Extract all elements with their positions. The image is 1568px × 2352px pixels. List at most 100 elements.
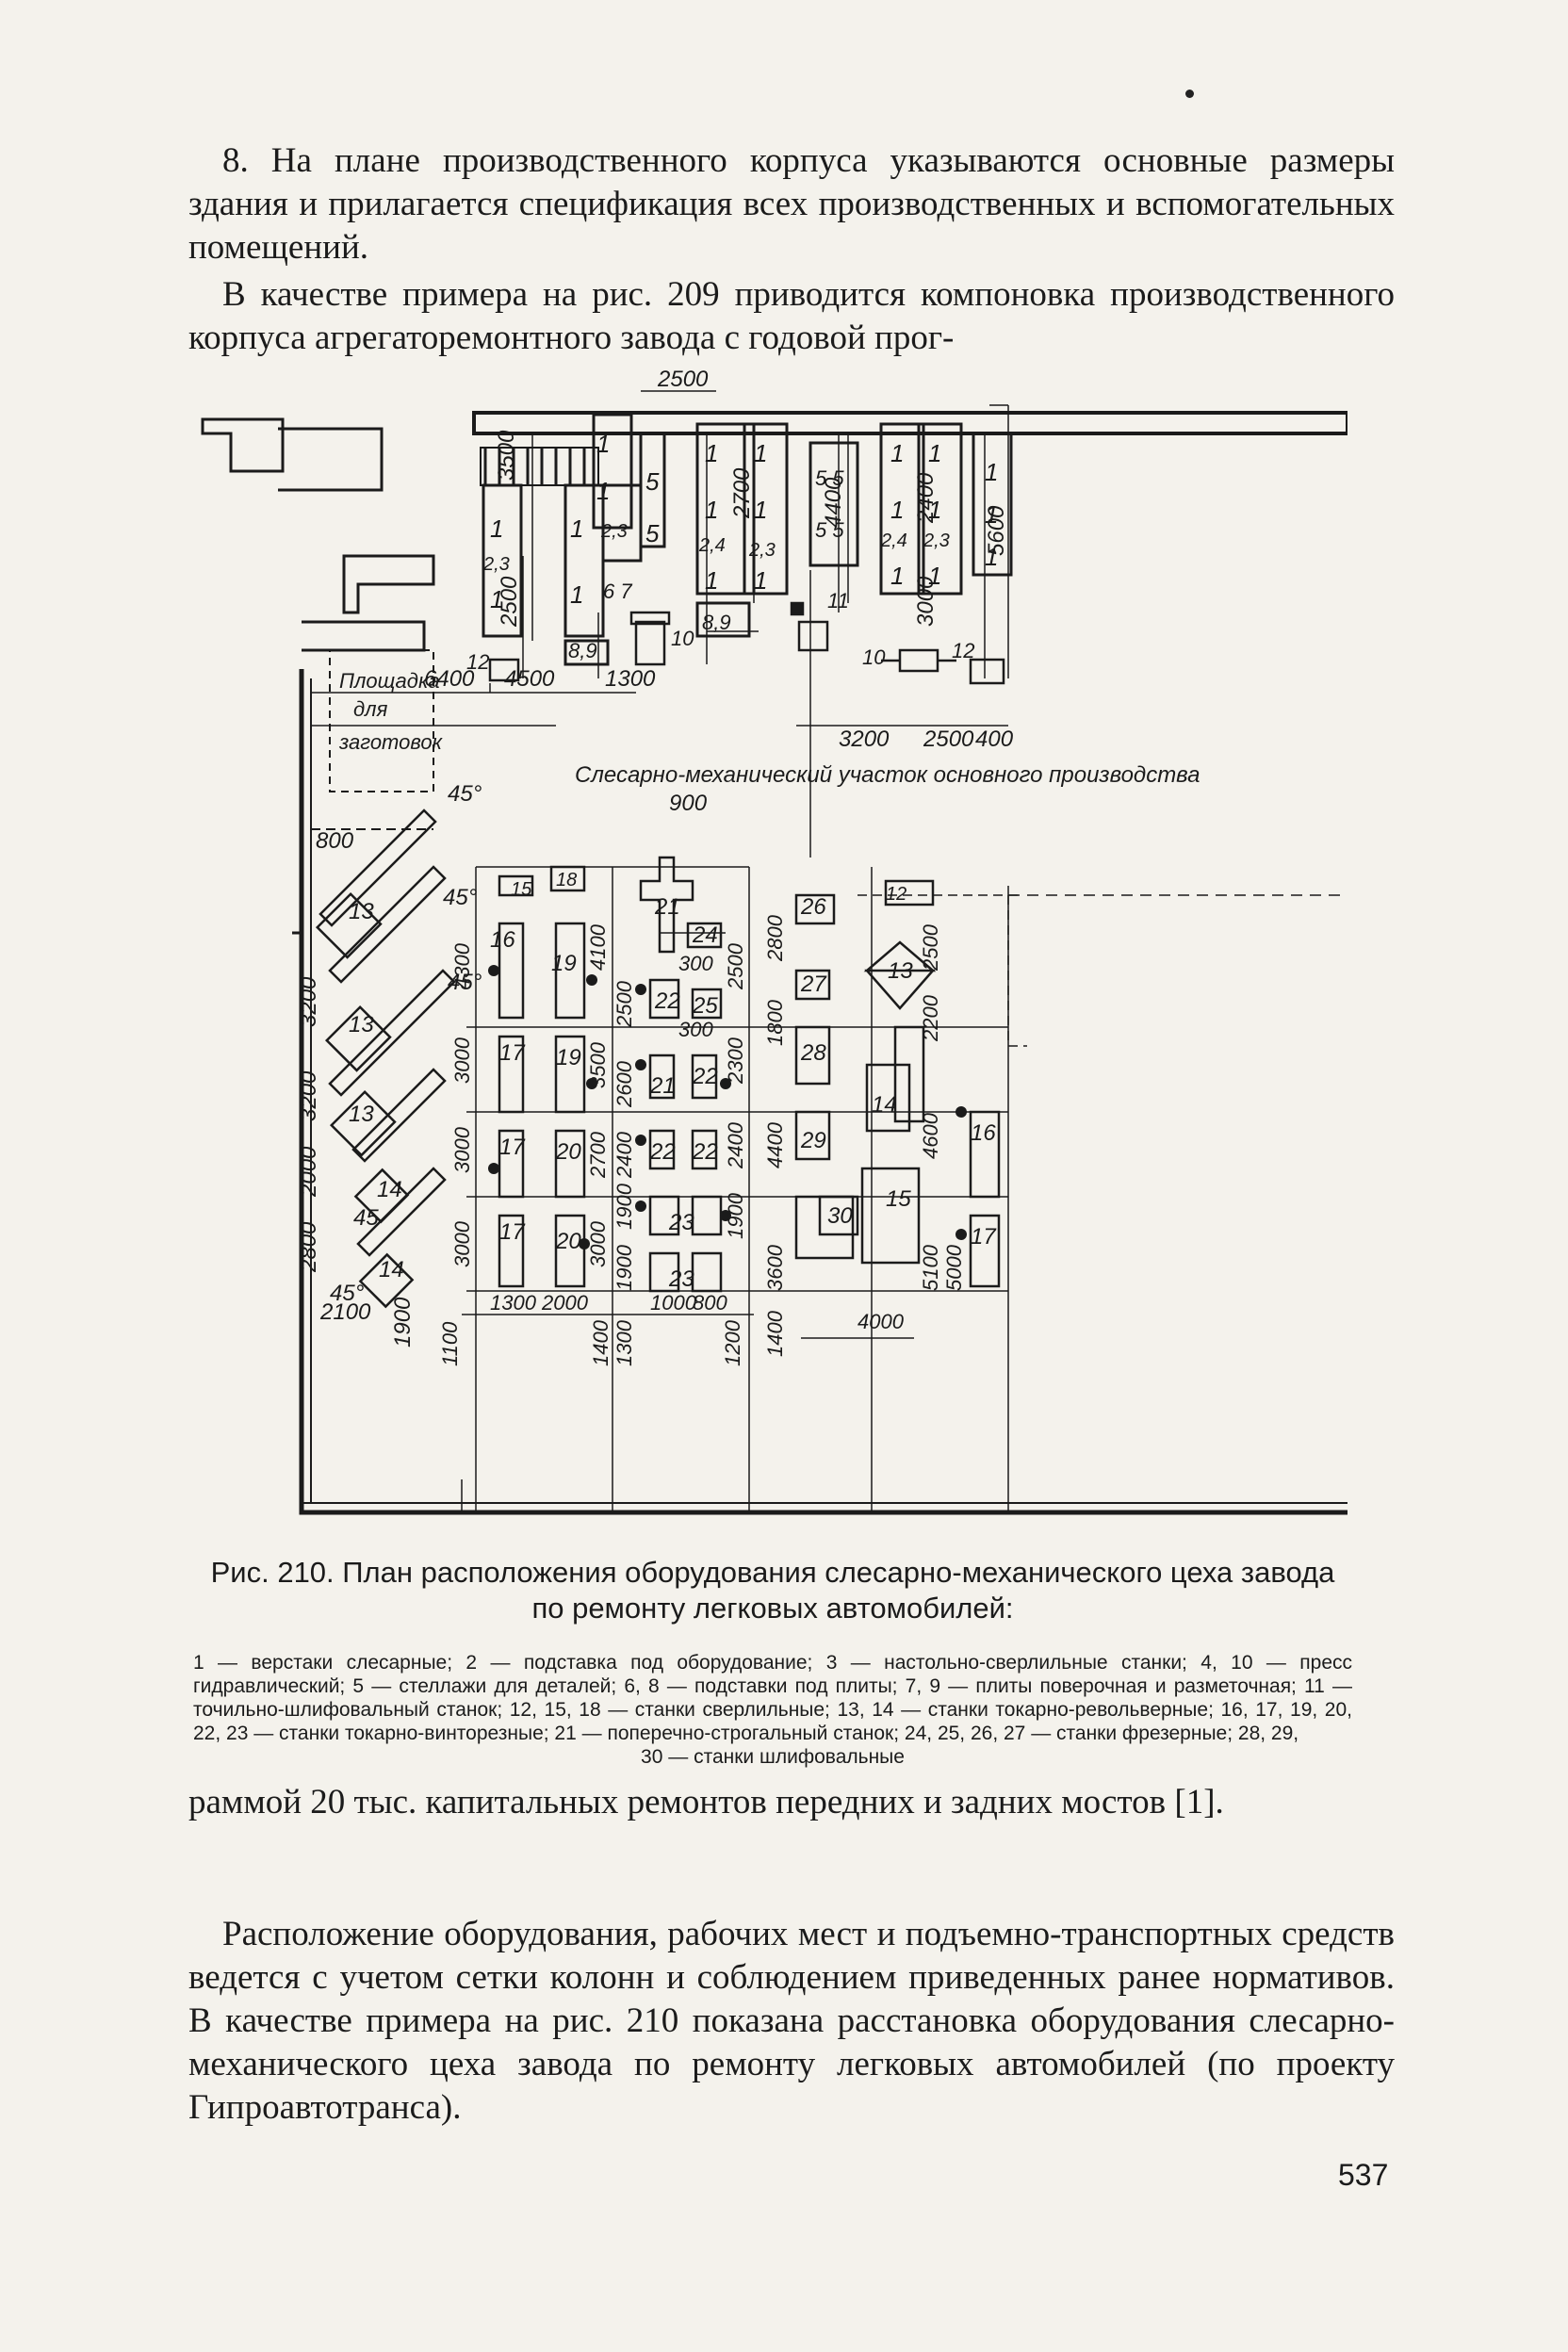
figure-legend: 1 — верстаки слесарные; 2 — подставка по… <box>193 1651 1352 1769</box>
paragraph-example-text: В качестве примера на рис. 209 приводитс… <box>188 275 1395 357</box>
dim-3000: 3000 <box>913 576 939 627</box>
dim-2800-v: 2800 <box>296 1221 321 1273</box>
paragraph-layout: Расположение оборудования, рабочих мест … <box>188 1913 1395 2130</box>
dim-2500-e: 2500 <box>919 923 942 972</box>
dim-900: 900 <box>669 791 708 816</box>
item-19-a: 19 <box>551 951 577 976</box>
area-label-3: заготовок <box>338 730 444 754</box>
dim-2700-b: 2700 <box>586 1131 610 1179</box>
item-17-d: 17 <box>971 1224 997 1250</box>
item-1-k: 1 <box>705 566 718 595</box>
item-1-s: 1 <box>985 458 998 486</box>
item-25: 25 <box>692 993 718 1019</box>
dim-3500: 3500 <box>494 430 519 481</box>
item-67: 6 7 <box>603 580 632 603</box>
dim-2500-b: 2500 <box>923 727 974 752</box>
item-16-a: 16 <box>490 927 515 953</box>
item-55-b: 5 5 <box>815 518 844 542</box>
dim-3200-v2: 3200 <box>296 1070 321 1121</box>
dim-1400-b: 1400 <box>589 1319 612 1366</box>
dim-1300-b: 1300 <box>490 1291 537 1315</box>
paragraph-8: 8. На плане производственного корпуса ук… <box>188 139 1395 270</box>
angle-45-5: 45° <box>330 1281 365 1306</box>
item-22-d: 22 <box>692 1139 718 1165</box>
printed-dot <box>1185 90 1194 98</box>
dim-3200: 3200 <box>839 727 890 752</box>
item-23-f: 23 <box>668 1266 694 1292</box>
dim-1300-c: 1300 <box>612 1319 636 1366</box>
item-1-h: 1 <box>754 439 767 467</box>
item-5-a: 5 <box>645 467 660 496</box>
dim-1900-c: 1900 <box>612 1244 636 1291</box>
top-dimensions <box>311 390 1009 934</box>
item-14-a: 14 <box>377 1177 402 1202</box>
item-20-a: 20 <box>555 1139 581 1165</box>
item-21-a: 21 <box>654 894 680 920</box>
dim-6400: 6400 <box>424 666 475 692</box>
item-17-a: 17 <box>499 1040 526 1066</box>
dim-5600: 5600 <box>984 505 1009 556</box>
item-1-e: 1 <box>490 585 503 613</box>
item-1-a: 1 <box>596 430 610 458</box>
dim-2700: 2700 <box>729 467 755 519</box>
item-13-c: 13 <box>349 1102 374 1127</box>
item-10-a: 10 <box>671 627 694 650</box>
item-23-c: 2,3 <box>748 540 776 561</box>
item-23-a: 2,3 <box>600 521 628 542</box>
item-1-j: 1 <box>754 496 767 524</box>
dim-4400: 4400 <box>821 477 846 528</box>
dim-1900-b: 1900 <box>390 1297 416 1348</box>
dim-2300: 2300 <box>724 1037 747 1085</box>
item-13-a: 13 <box>349 899 374 924</box>
item-23-e: 23 <box>668 1210 694 1235</box>
item-16-b: 16 <box>971 1120 996 1146</box>
dim-2500-c: 2500 <box>612 980 636 1028</box>
dim-1300: 1300 <box>605 666 656 692</box>
legend-last-line: 30 — станки шлифовальные <box>641 1746 905 1768</box>
dim-400: 400 <box>975 727 1014 752</box>
dim-4500: 4500 <box>504 666 555 692</box>
angle-45-1: 45° <box>448 781 482 807</box>
item-15: 15 <box>511 879 532 900</box>
dim-300-b: 300 <box>678 1018 713 1041</box>
dim-1000: 1000 <box>650 1291 697 1315</box>
item-89-a: 8,9 <box>568 639 597 662</box>
item-1-g: 1 <box>705 439 718 467</box>
angled-lathes <box>315 808 456 1309</box>
item-23-b: 2,3 <box>482 554 510 575</box>
legend-text: 1 — верстаки слесарные; 2 — подставка по… <box>193 1652 1352 1744</box>
item-28: 28 <box>800 1040 826 1066</box>
dim-1400: 1400 <box>763 1310 787 1357</box>
item-1-r: 1 <box>928 562 941 590</box>
item-1-q: 1 <box>890 562 904 590</box>
operator-dots <box>488 965 967 1250</box>
dim-3000-b: 3000 <box>450 1126 474 1173</box>
item-29: 29 <box>800 1128 826 1153</box>
item-1-u: 1 <box>985 543 998 571</box>
bottom-dim-lines <box>461 1314 914 1512</box>
dim-2000-b: 2000 <box>541 1291 589 1315</box>
dim-1100: 1100 <box>438 1321 462 1366</box>
dim-3600: 3600 <box>763 1244 787 1291</box>
dim-3500-b: 3500 <box>586 1041 610 1088</box>
dim-2400-b: 2400 <box>612 1131 636 1179</box>
item-24b: 24 <box>692 923 718 948</box>
item-27: 27 <box>800 972 827 997</box>
dim-2100: 2100 <box>319 1299 371 1325</box>
item-17-b: 17 <box>499 1135 526 1160</box>
item-30: 30 <box>827 1203 853 1229</box>
dim-2500-top: 2500 <box>657 368 709 392</box>
paragraph-example: В качестве примера на рис. 209 приводитс… <box>188 273 1395 360</box>
area-label-2: для <box>353 697 388 721</box>
page-number: 537 <box>1338 2158 1389 2192</box>
blanks-storage-area: Площадка для заготовок <box>311 649 556 830</box>
dim-4000: 4000 <box>858 1310 905 1333</box>
item-1-c: 1 <box>490 514 503 543</box>
angle-45-4: 45 <box>353 1205 379 1231</box>
dim-2600: 2600 <box>612 1060 636 1108</box>
item-1-i: 1 <box>705 496 718 524</box>
item-13-b: 13 <box>349 1012 374 1037</box>
item-22-a: 22 <box>654 988 680 1014</box>
item-1-n: 1 <box>928 439 941 467</box>
dim-800: 800 <box>316 828 354 854</box>
